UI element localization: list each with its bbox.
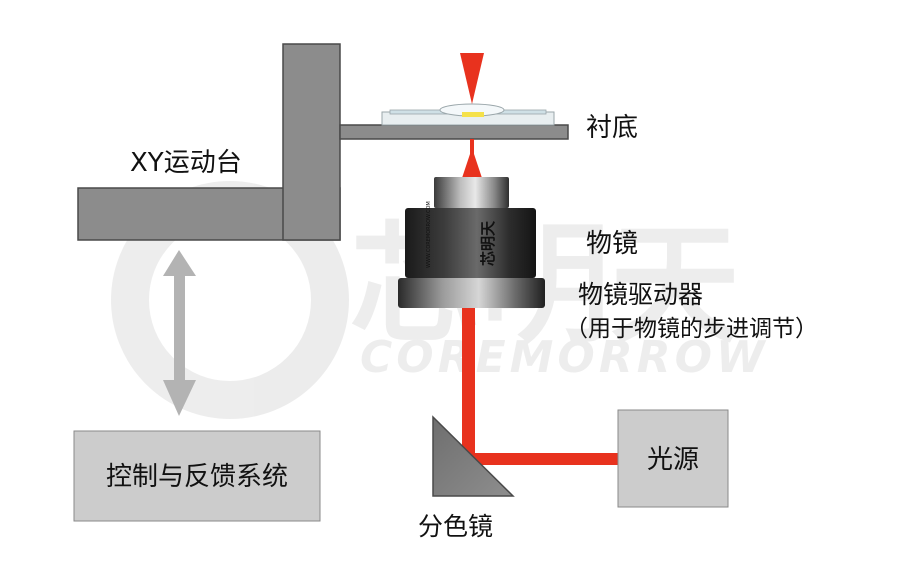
laser-beam-horizontal xyxy=(462,453,622,465)
objective-driver-note: （用于物镜的步进调节） xyxy=(565,316,818,342)
control-system-box xyxy=(73,430,321,522)
substrate-focus-spot xyxy=(462,112,484,117)
laser-beam xyxy=(460,53,622,466)
objective-assembly: 芯明天 WWW.COREMORROW.COM xyxy=(398,177,545,308)
substrate-label: 衬底 xyxy=(586,113,638,143)
control-system-label: 控制与反馈系统 xyxy=(106,462,288,492)
objective-engraving-brand: 芯明天 xyxy=(479,220,497,266)
objective-driver-label: 物镜驱动器 xyxy=(578,280,703,309)
xy-stage-label: XY运动台 xyxy=(130,148,242,178)
watermark-brand-en: COREMORROW xyxy=(360,332,769,383)
xy-stage-arm xyxy=(339,124,569,140)
light-source-box xyxy=(617,409,729,508)
watermark: 芯明天 COREMORROW xyxy=(111,181,769,419)
laser-beam-vertical xyxy=(462,308,475,466)
light-source-label: 光源 xyxy=(647,445,699,475)
xy-stage-column xyxy=(282,43,341,241)
dichroic-mirror-label: 分色镜 xyxy=(418,512,493,541)
double-arrow-icon xyxy=(163,250,196,416)
objective-label: 物镜 xyxy=(586,229,638,259)
dichroic-mirror-prism xyxy=(432,415,515,497)
objective-top-cylinder xyxy=(434,177,509,208)
objective-engraving-text: WWW.COREMORROW.COM xyxy=(426,201,432,268)
objective-driver-ring xyxy=(398,278,545,308)
laser-cone-below xyxy=(462,148,482,178)
objective-body xyxy=(405,208,536,278)
substrate xyxy=(381,103,555,126)
laser-cone-above xyxy=(460,53,484,104)
laser-beam-below-substrate xyxy=(470,139,474,155)
xy-stage xyxy=(77,43,569,241)
